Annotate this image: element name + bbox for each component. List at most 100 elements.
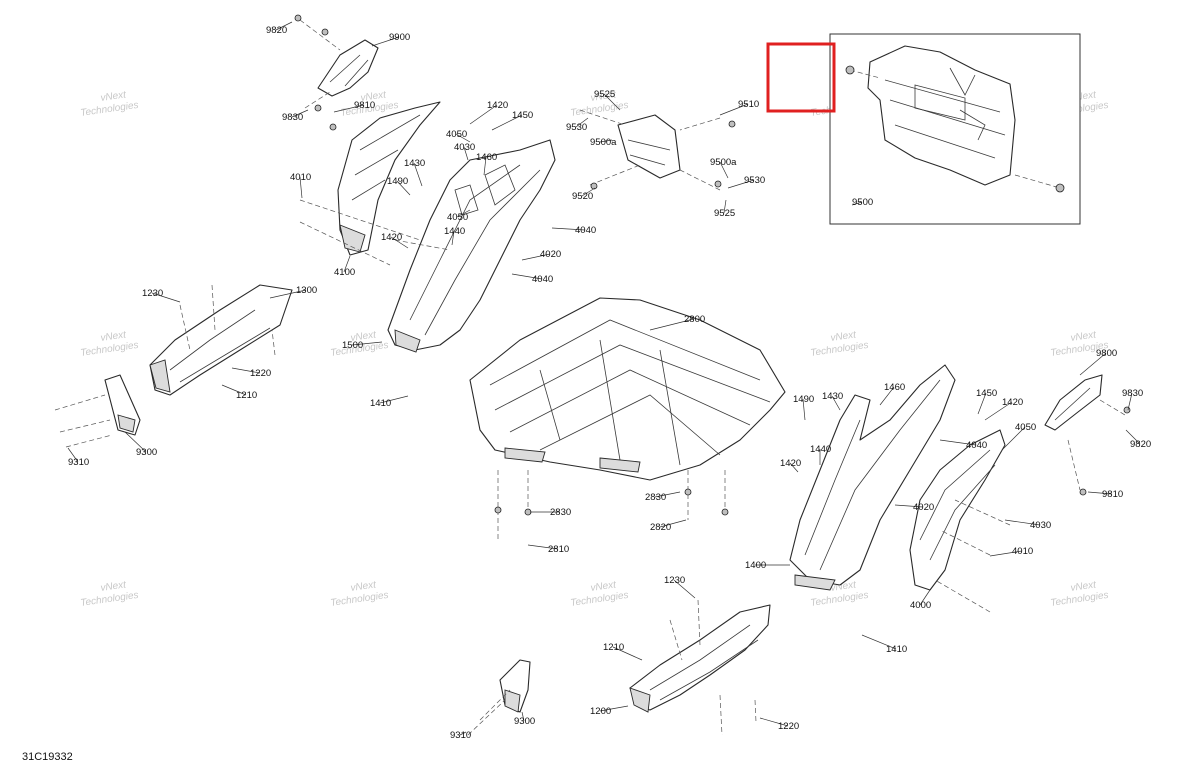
callout-9500: 9500	[851, 197, 873, 208]
callout-leader	[333, 104, 365, 113]
callout-label: 2810	[548, 544, 569, 555]
callout-leader	[151, 292, 181, 303]
callout-leader	[649, 318, 695, 331]
callout-leader	[1001, 426, 1026, 451]
part-9500a-bracket	[579, 109, 736, 191]
callout-4050: 4050	[447, 209, 471, 223]
callout-leader	[379, 395, 409, 404]
callout-label: 1420	[487, 100, 508, 111]
callout-4040: 4040	[939, 439, 987, 451]
callout-1490: 1490	[387, 176, 411, 196]
callout-label: 2820	[650, 522, 671, 533]
svg-text:vNext: vNext	[100, 579, 128, 594]
callout-9830: 9830	[282, 109, 309, 123]
callout-1210: 1210	[221, 384, 257, 401]
callout-label: 1400	[745, 560, 766, 571]
callout-label: 4020	[540, 249, 561, 260]
callout-leader	[723, 199, 727, 214]
callout-label: 2830	[645, 492, 666, 503]
callout-label: 1200	[590, 706, 611, 717]
callout-label: 4030	[1030, 520, 1051, 531]
callout-label: 1430	[404, 158, 425, 169]
callout-label: 4020	[913, 502, 934, 513]
part-1300-footwell-left	[149, 284, 293, 396]
callout-leader	[894, 504, 924, 508]
callout-label: 1440	[444, 226, 465, 237]
callout-label: 4000	[910, 600, 931, 611]
svg-text:vNext: vNext	[350, 579, 378, 594]
callout-9530: 9530	[566, 117, 589, 133]
callout-1490: 1490	[793, 394, 814, 421]
callout-label: 1450	[976, 388, 997, 399]
callout-1220: 1220	[231, 367, 271, 379]
callout-4030: 4030	[1004, 519, 1051, 531]
callout-leader	[599, 139, 613, 143]
callout-leader	[719, 103, 749, 116]
callout-label: 9310	[68, 457, 89, 468]
callout-label: 9800	[1096, 348, 1117, 359]
callout-4030: 4030	[454, 142, 475, 161]
callout-leader	[413, 162, 423, 187]
callout-1400: 1400	[745, 560, 790, 571]
part-9300-guard-left	[54, 374, 141, 448]
callout-label: 4050	[446, 129, 467, 140]
callout-label: 4040	[966, 440, 987, 451]
callout-label: 4050	[447, 212, 468, 223]
callout-leader	[231, 367, 261, 374]
callout-leader	[831, 395, 841, 411]
callout-label: 9525	[594, 89, 615, 100]
callout-9525: 9525	[594, 89, 621, 111]
callout-leader	[575, 117, 589, 128]
callout-label: 2800	[684, 314, 705, 325]
callout-label: 1460	[476, 152, 497, 163]
callout-leader	[469, 104, 498, 125]
callout-9530: 9530	[727, 175, 765, 189]
callout-leader	[599, 705, 629, 712]
callout-2830: 2830	[530, 507, 571, 518]
callout-leader	[581, 187, 596, 197]
callout-label: 1460	[884, 382, 905, 393]
svg-text:vNext: vNext	[1070, 329, 1098, 344]
callout-leader	[527, 544, 559, 550]
part-4100-side-panel	[337, 101, 441, 256]
callout-leader	[1127, 392, 1133, 411]
callout-leader	[977, 392, 987, 415]
callout-label: 9500a	[710, 157, 737, 168]
callout-label: 4010	[1012, 546, 1033, 557]
svg-text:vNext: vNext	[590, 579, 618, 594]
callout-1420: 1420	[469, 100, 508, 125]
callout-label: 1230	[664, 575, 685, 586]
callout-label: 1410	[886, 644, 907, 655]
callout-1410: 1410	[370, 395, 409, 409]
callout-leader	[275, 21, 293, 31]
callout-label: 9830	[282, 112, 303, 123]
svg-text:vNext: vNext	[100, 329, 128, 344]
callout-1440: 1440	[444, 226, 465, 246]
callout-label: 9820	[266, 25, 287, 36]
callout-1230: 1230	[142, 288, 181, 303]
callout-leader	[1125, 429, 1141, 445]
callout-leader	[124, 431, 147, 453]
svg-text:vNext: vNext	[830, 329, 858, 344]
callout-leader	[719, 161, 729, 179]
callout-label: 1420	[780, 458, 801, 469]
callout-label: 1450	[512, 110, 533, 121]
callout-leader	[483, 156, 487, 176]
callout-leader	[291, 109, 309, 118]
callout-leader	[269, 289, 307, 299]
callout-9800: 9800	[1079, 348, 1117, 376]
part-4000-side-panel	[909, 429, 1011, 613]
callout-leader	[759, 717, 789, 727]
callout-1460: 1460	[476, 152, 497, 176]
callout-1460: 1460	[879, 382, 905, 406]
callout-4000: 4000	[910, 589, 931, 611]
callout-1300: 1300	[269, 285, 317, 299]
callout-leader	[521, 711, 525, 722]
callout-leader	[654, 491, 681, 498]
callout-2820: 2820	[650, 519, 687, 533]
callout-leader	[459, 731, 467, 736]
callout-1450: 1450	[491, 110, 533, 131]
callout-label: 9810	[1102, 489, 1123, 500]
